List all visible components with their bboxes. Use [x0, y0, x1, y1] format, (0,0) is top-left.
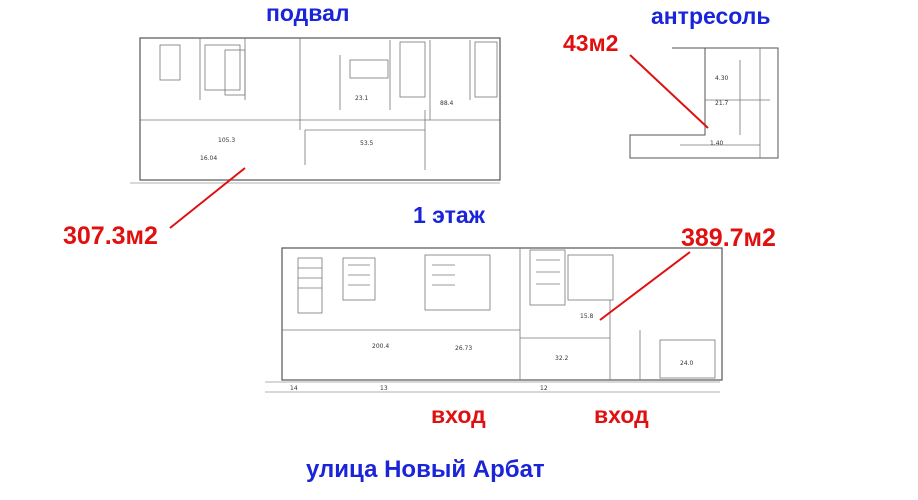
svg-text:14: 14: [290, 385, 298, 392]
entrance-left-label: вход: [431, 402, 486, 428]
svg-text:200.4: 200.4: [372, 343, 389, 350]
svg-text:16.04: 16.04: [200, 155, 217, 162]
svg-text:15.8: 15.8: [580, 313, 594, 320]
svg-text:32.2: 32.2: [555, 355, 569, 362]
street-label: улица Новый Арбат: [306, 456, 545, 483]
floor1-plan: 14 13 12 200.4 32.2 24.0 15.8 26.73: [265, 247, 723, 393]
basement-plan: 105.3 53.5 23.1 88.4 16.04: [130, 37, 501, 184]
svg-text:24.0: 24.0: [680, 360, 694, 367]
svg-text:1.40: 1.40: [710, 140, 724, 147]
mezzanine-area: 43м2: [563, 30, 619, 56]
svg-text:4.30: 4.30: [715, 75, 729, 82]
svg-text:26.73: 26.73: [455, 345, 472, 352]
basement-pointer: [169, 167, 246, 229]
svg-text:13: 13: [380, 385, 388, 392]
svg-text:53.5: 53.5: [360, 140, 374, 147]
basement-title: подвал: [266, 0, 350, 26]
basement-area: 307.3м2: [63, 222, 158, 250]
mezzanine-pointer: [629, 54, 709, 129]
svg-text:88.4: 88.4: [440, 100, 454, 107]
svg-text:12: 12: [540, 385, 548, 392]
floor1-pointer: [599, 251, 691, 321]
floor1-title: 1 этаж: [413, 202, 485, 228]
mezzanine-title: антресоль: [651, 3, 771, 29]
svg-text:23.1: 23.1: [355, 95, 369, 102]
svg-text:21.7: 21.7: [715, 100, 729, 107]
entrance-right-label: вход: [594, 402, 649, 428]
floor1-area: 389.7м2: [681, 224, 776, 252]
svg-text:105.3: 105.3: [218, 137, 235, 144]
mezzanine-plan: 4.30 21.7 1.40: [629, 47, 779, 159]
